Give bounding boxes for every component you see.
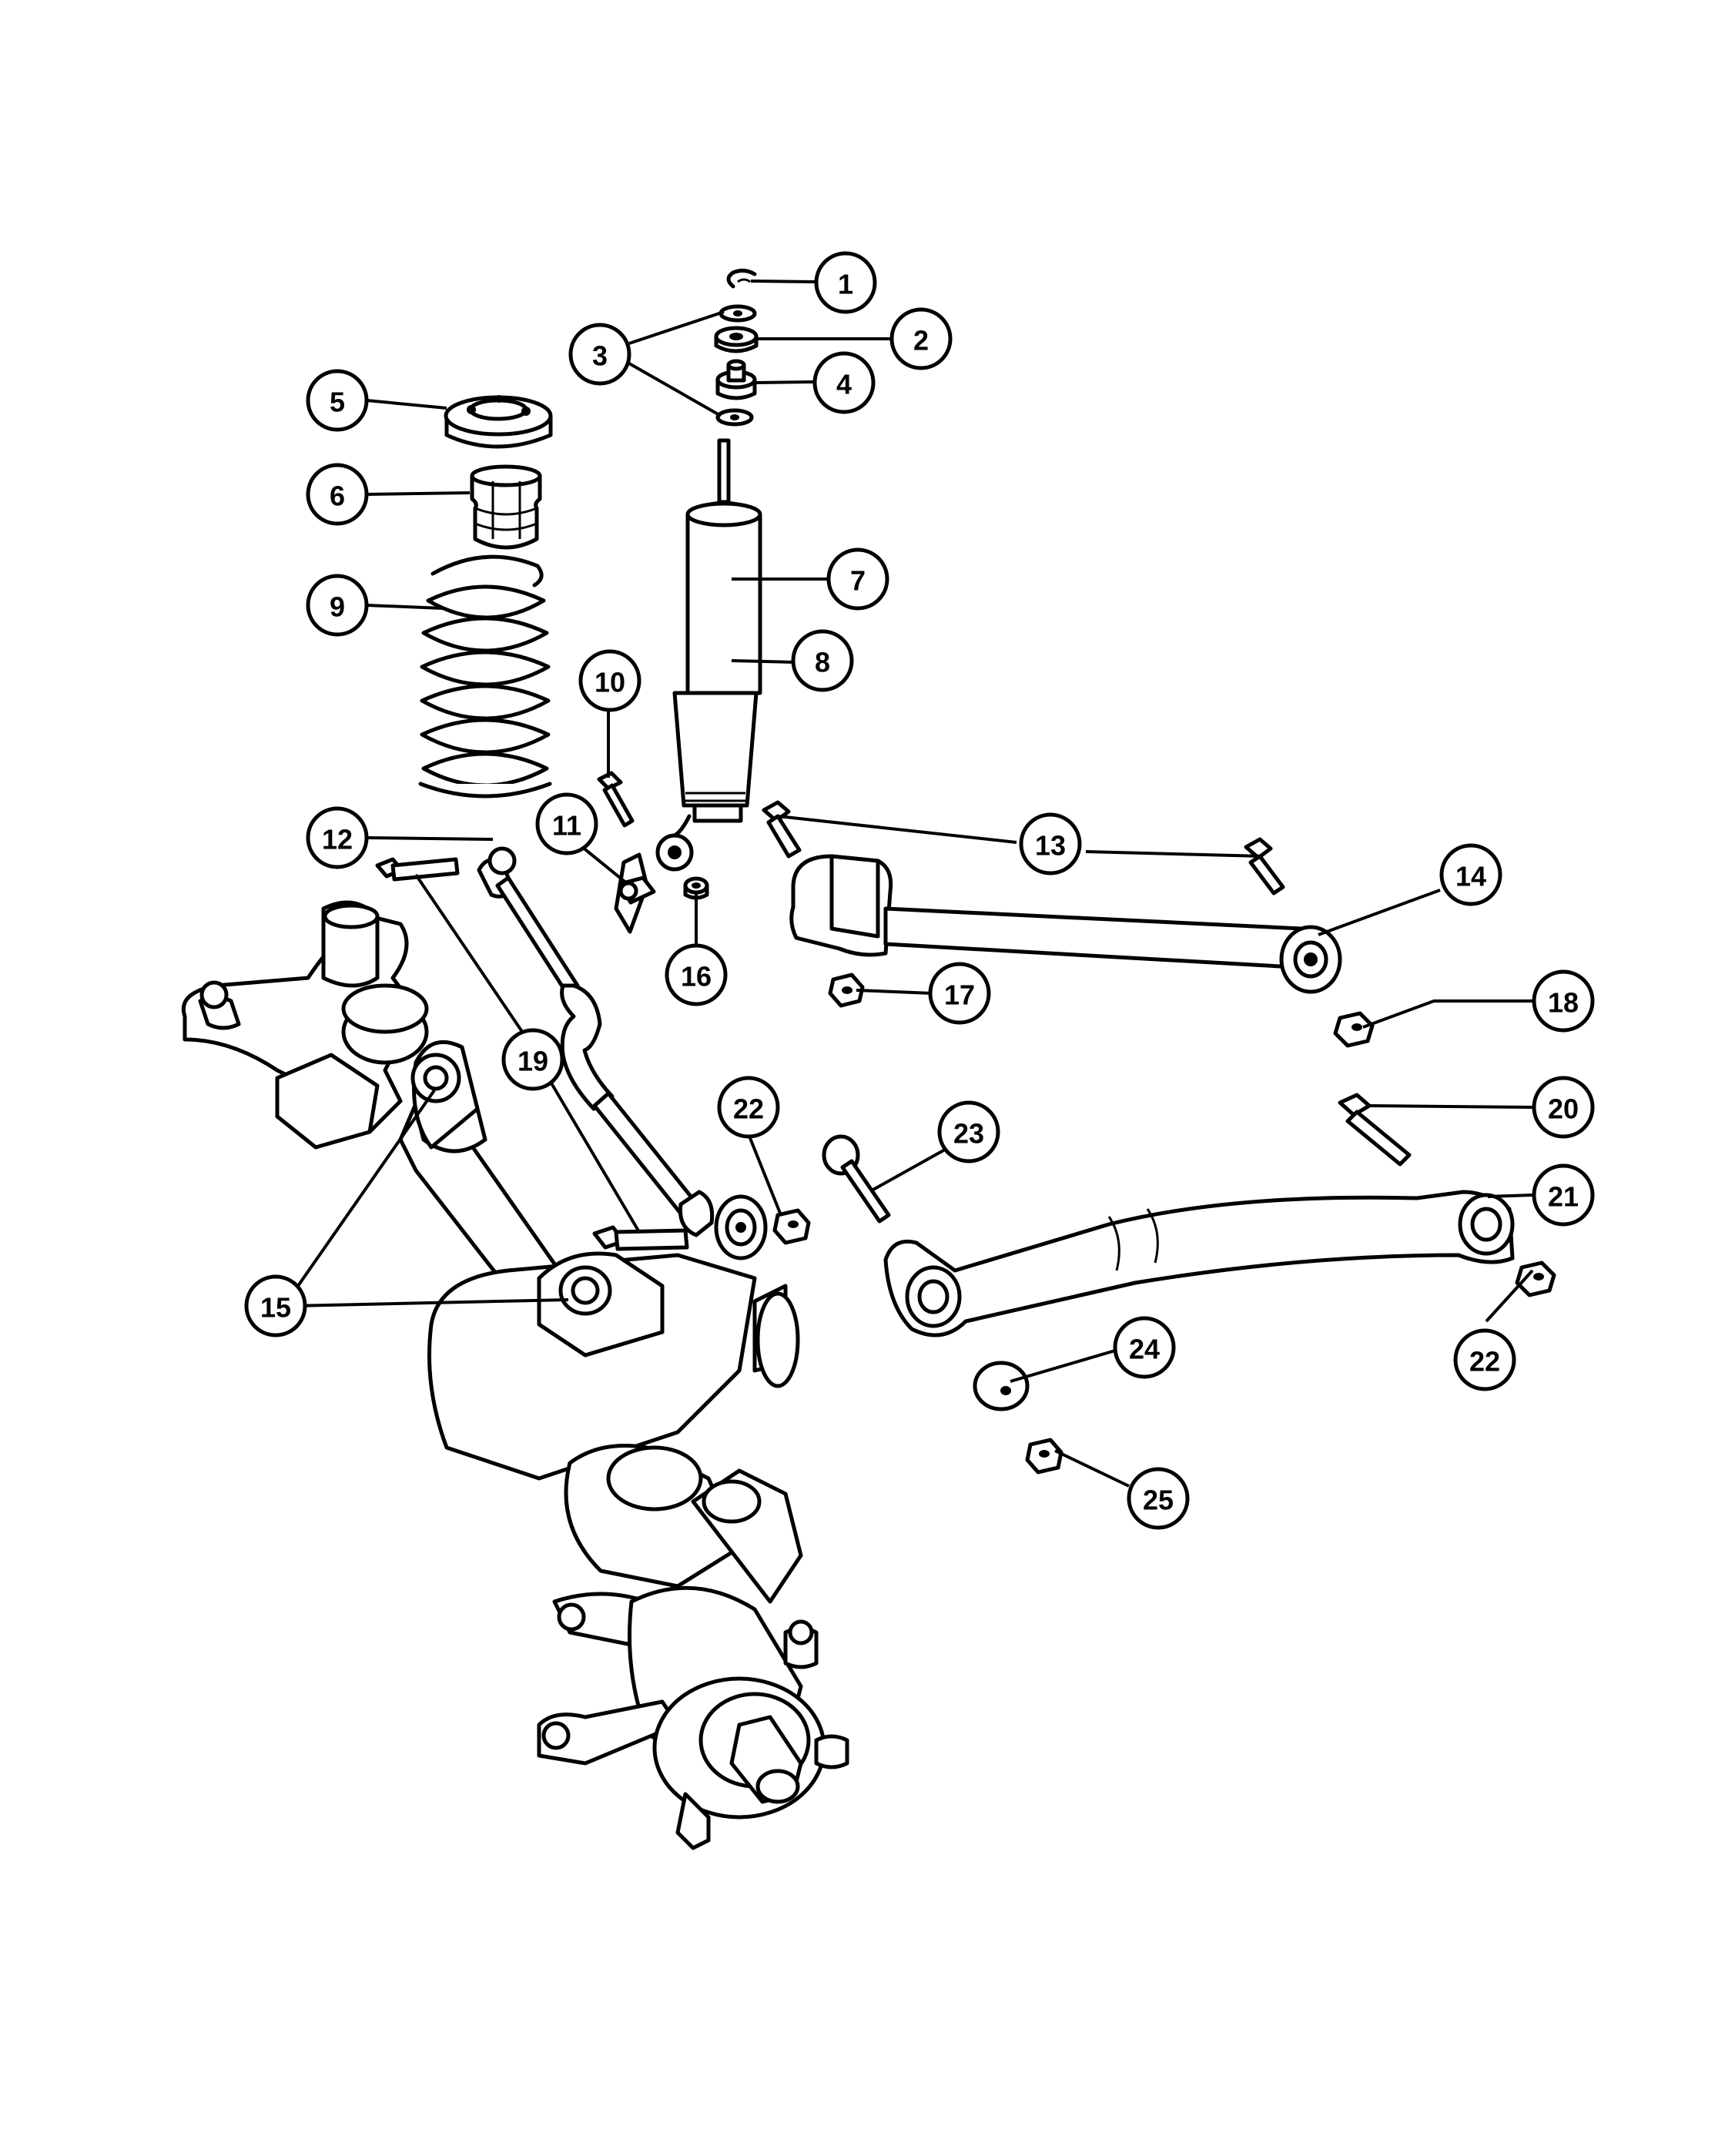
callout-8: 8 bbox=[791, 629, 854, 692]
part-17-nut bbox=[828, 973, 865, 1008]
part-10-bolt bbox=[597, 771, 635, 828]
callout-17-label: 17 bbox=[944, 979, 975, 1011]
callout-10: 10 bbox=[578, 649, 641, 712]
callout-12: 12 bbox=[306, 806, 369, 869]
callout-18: 18 bbox=[1532, 969, 1595, 1033]
part-22-nut-b bbox=[1515, 1260, 1556, 1297]
callout-9: 9 bbox=[306, 574, 369, 637]
callout-20: 20 bbox=[1532, 1076, 1595, 1139]
callout-21-label: 21 bbox=[1548, 1181, 1579, 1213]
callout-3-label: 3 bbox=[592, 340, 608, 372]
callout-25: 25 bbox=[1127, 1467, 1190, 1530]
callout-19: 19 bbox=[501, 1028, 564, 1091]
callout-22-b: 22 bbox=[1453, 1328, 1516, 1391]
callout-6: 6 bbox=[306, 463, 369, 526]
callout-13: 13 bbox=[1019, 812, 1082, 875]
part-9-coil-spring bbox=[418, 554, 552, 798]
callout-12-label: 12 bbox=[322, 824, 353, 855]
part-2-grommet bbox=[714, 326, 759, 353]
callout-2-label: 2 bbox=[913, 325, 929, 357]
callout-14: 14 bbox=[1439, 843, 1502, 906]
part-11-bracket bbox=[614, 852, 656, 934]
part-12-bolt bbox=[375, 857, 460, 882]
part-4-grommet bbox=[715, 359, 757, 400]
part-1-clip bbox=[726, 268, 757, 289]
callout-23-label: 23 bbox=[953, 1118, 984, 1150]
callout-18-label: 18 bbox=[1548, 987, 1579, 1019]
callout-7-label: 7 bbox=[850, 565, 866, 597]
callout-19-label: 19 bbox=[518, 1046, 548, 1077]
part-23-cam-bolt bbox=[822, 1134, 891, 1224]
callout-24: 24 bbox=[1113, 1316, 1176, 1379]
callout-7: 7 bbox=[826, 547, 889, 611]
part-13-bolt-left bbox=[762, 800, 802, 859]
part-14-upper-control-arm bbox=[789, 854, 1342, 994]
callout-9-label: 9 bbox=[330, 591, 345, 623]
callout-5: 5 bbox=[306, 369, 369, 432]
callout-8-label: 8 bbox=[815, 647, 830, 678]
part-6-jounce-bumper bbox=[470, 464, 542, 550]
callout-2: 2 bbox=[889, 307, 953, 370]
callout-22-a-label: 22 bbox=[733, 1093, 764, 1125]
part-3-lower-washer bbox=[715, 408, 754, 427]
part-5-spring-seat bbox=[444, 395, 553, 449]
callout-5-label: 5 bbox=[330, 387, 345, 418]
part-16-nut bbox=[683, 876, 709, 900]
callout-16-label: 16 bbox=[681, 961, 712, 993]
callout-16: 16 bbox=[665, 943, 728, 1006]
callout-22-a: 22 bbox=[717, 1076, 780, 1139]
callout-15-label: 15 bbox=[260, 1292, 291, 1324]
part-19-track-bar bbox=[477, 846, 768, 1260]
callout-10-label: 10 bbox=[595, 667, 625, 698]
leader-lines bbox=[291, 280, 1534, 1488]
part-24-cam-washer bbox=[973, 1361, 1030, 1411]
callout-15: 15 bbox=[244, 1274, 307, 1337]
callout-21: 21 bbox=[1532, 1163, 1595, 1227]
callout-17: 17 bbox=[928, 962, 991, 1025]
part-25-nut bbox=[1025, 1438, 1063, 1475]
callout-14-label: 14 bbox=[1455, 861, 1486, 892]
callout-1: 1 bbox=[814, 251, 877, 314]
callout-6-label: 6 bbox=[330, 480, 345, 512]
callout-4: 4 bbox=[812, 351, 876, 414]
part-13-bolt-right bbox=[1244, 837, 1285, 896]
part-22-nut-a bbox=[772, 1208, 811, 1245]
callout-11: 11 bbox=[535, 792, 598, 855]
callout-13-label: 13 bbox=[1035, 830, 1066, 862]
callout-25-label: 25 bbox=[1143, 1485, 1174, 1516]
callout-11-label: 11 bbox=[552, 810, 581, 842]
callout-1-label: 1 bbox=[838, 269, 853, 300]
part-3-upper-washer bbox=[718, 304, 757, 323]
callout-23: 23 bbox=[937, 1100, 1000, 1163]
part-15-front-axle-assembly bbox=[182, 900, 849, 1850]
part-18-nut bbox=[1333, 1011, 1375, 1048]
part-21-lower-control-arm bbox=[883, 1190, 1515, 1337]
part-19-bolt bbox=[592, 1225, 689, 1251]
part-7-8-shock-absorber bbox=[655, 438, 762, 872]
callout-3: 3 bbox=[568, 323, 631, 386]
callout-24-label: 24 bbox=[1129, 1334, 1160, 1365]
callout-4-label: 4 bbox=[836, 369, 852, 400]
callout-20-label: 20 bbox=[1548, 1093, 1579, 1125]
callout-22-b-label: 22 bbox=[1469, 1346, 1500, 1378]
